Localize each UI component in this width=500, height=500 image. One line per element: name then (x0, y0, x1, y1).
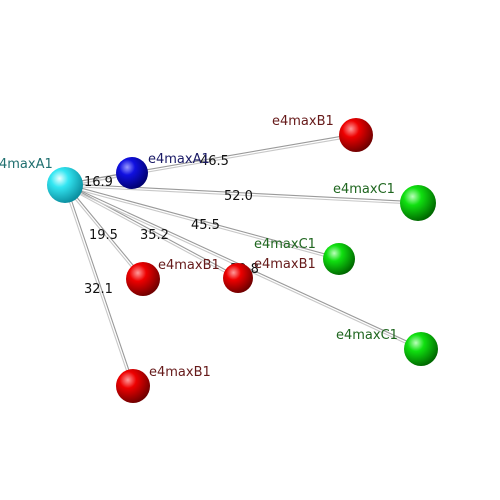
atom-sphere-red_bottom[interactable] (116, 369, 150, 403)
distance-label-blue: 16.9 (84, 175, 113, 190)
atom-label-green_low: e4maxC1 (336, 328, 398, 343)
bond-line-red_bottom (63, 185, 133, 387)
bond-line-green_top (65, 183, 419, 203)
atom-label-green_top: e4maxC1 (333, 182, 395, 197)
atom-label-red_mid: e4maxB1 (254, 257, 316, 272)
distance-label-green_top: 52.0 (224, 189, 253, 204)
atom-label-green_mid: e4maxC1 (254, 237, 316, 252)
atom-label-center: e4maxA1 (0, 157, 53, 172)
atom-sphere-red_mid[interactable] (223, 263, 253, 293)
bond-line-green_mid (65, 183, 340, 259)
atom-sphere-red_left[interactable] (126, 262, 160, 296)
atom-sphere-center[interactable] (47, 167, 83, 203)
atom-sphere-green_mid[interactable] (323, 243, 355, 275)
distance-label-red_left: 19.5 (89, 228, 118, 243)
atoms (47, 118, 438, 403)
atom-labels: e4maxA1 e4maxA1 e4maxB1 e4maxC1 e4maxC1 e4max… (0, 114, 398, 380)
distance-label-red_bottom: 32.1 (84, 282, 113, 297)
bond-line-red_bottom (65, 184, 135, 386)
atom-label-red_bottom: e4maxB1 (149, 365, 211, 380)
atom-label-red_top: e4maxB1 (272, 114, 334, 129)
bond-line-red_top (65, 135, 357, 187)
distance-label-red_top: 46.5 (200, 154, 229, 169)
distance-label-green_mid: 45.5 (191, 218, 220, 233)
distance-label-red_mid: 35.2 (140, 228, 169, 243)
atom-sphere-green_top[interactable] (400, 185, 436, 221)
bond-line-red_left (65, 183, 145, 279)
atom-sphere-red_top[interactable] (339, 118, 373, 152)
bond-line-green_top (64, 185, 418, 205)
atom-sphere-blue[interactable] (116, 157, 148, 189)
atom-label-blue: e4maxA1 (148, 152, 210, 167)
atom-sphere-green_low[interactable] (404, 332, 438, 366)
bond-line-red_mid (64, 185, 238, 280)
atom-label-red_left: e4maxB1 (158, 258, 220, 273)
bond-line-red_top (64, 133, 356, 185)
bond-line-green_mid (64, 185, 339, 261)
bond-line-red_left (63, 185, 143, 281)
